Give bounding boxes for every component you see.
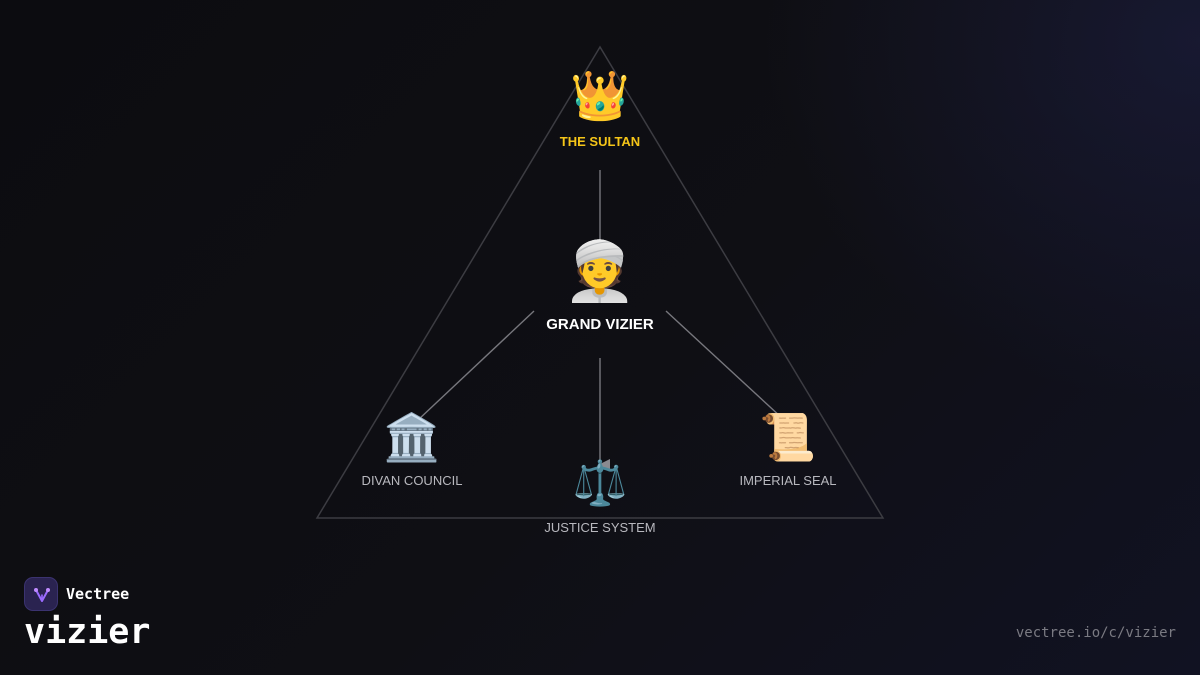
node-label-grand-vizier: GRAND VIZIER <box>546 316 654 333</box>
node-label-imperial-seal: IMPERIAL SEAL <box>739 473 837 488</box>
scroll-icon: 📜 <box>759 410 817 464</box>
brand-name: Vectree <box>66 585 130 603</box>
brand-url[interactable]: vectree.io/c/vizier <box>1015 625 1176 641</box>
hierarchy-triangle <box>315 45 885 519</box>
edge-vizier-to-divan <box>417 310 535 421</box>
classical-building-icon: 🏛️ <box>383 410 441 464</box>
page-title: vizier <box>24 612 151 652</box>
vectree-logo-icon <box>24 577 58 611</box>
node-label-divan-council: DIVAN COUNCIL <box>361 473 463 488</box>
crown-icon: 👑 <box>570 68 630 124</box>
balance-scale-icon: ⚖️ <box>572 458 628 509</box>
node-label-sultan: THE SULTAN <box>559 134 641 149</box>
turban-person-icon: 👳 <box>563 237 637 305</box>
node-label-justice-system: JUSTICE SYSTEM <box>544 520 656 535</box>
edge-vizier-to-seal <box>665 310 783 419</box>
